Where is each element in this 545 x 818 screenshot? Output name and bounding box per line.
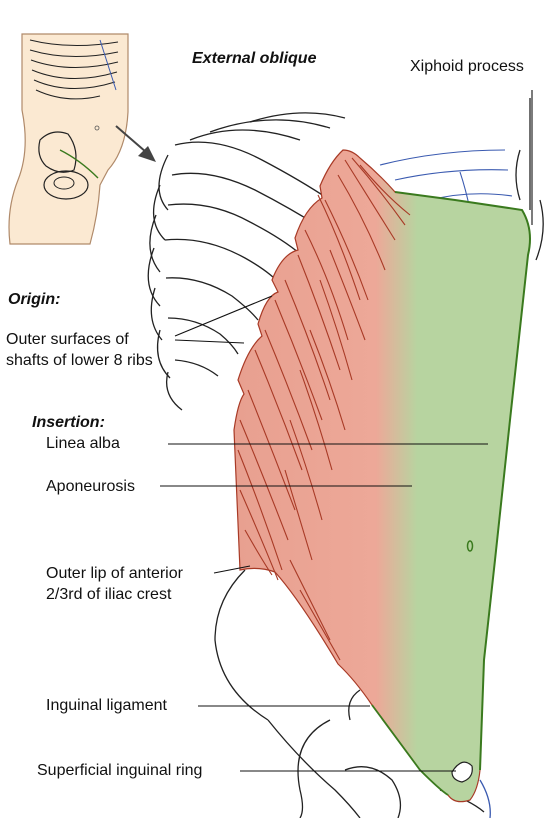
rib-cage <box>147 112 346 411</box>
superficial-inguinal-ring-label: Superficial inguinal ring <box>37 762 203 779</box>
iliac-crest-label-line-1: Outer lip of anterior <box>46 565 183 582</box>
origin-line-1: Outer surfaces of <box>6 331 129 348</box>
leader-lines <box>160 90 533 772</box>
superficial-ring-opening <box>451 761 473 783</box>
origin-line-2: shafts of lower 8 ribs <box>6 352 153 369</box>
xiphoid-process-label: Xiphoid process <box>410 58 524 75</box>
inset-thumbnail <box>8 33 129 245</box>
muscle-fibers <box>237 157 411 661</box>
origin-heading: Origin: <box>8 291 61 308</box>
umbilicus-mark <box>466 540 474 552</box>
pointer-arrow-icon <box>115 125 156 162</box>
iliac-crest-label-line-2: 2/3rd of iliac crest <box>46 586 172 603</box>
insertion-heading: Insertion: <box>32 414 105 431</box>
external-oblique-muscle <box>233 149 531 803</box>
sternum-edge <box>515 98 544 261</box>
inguinal-ligament-label: Inguinal ligament <box>46 697 167 714</box>
aponeurosis-label: Aponeurosis <box>46 478 135 495</box>
linea-alba-label: Linea alba <box>46 435 120 452</box>
diagram-title: External oblique <box>192 50 317 67</box>
aponeurosis-edge <box>394 191 531 771</box>
